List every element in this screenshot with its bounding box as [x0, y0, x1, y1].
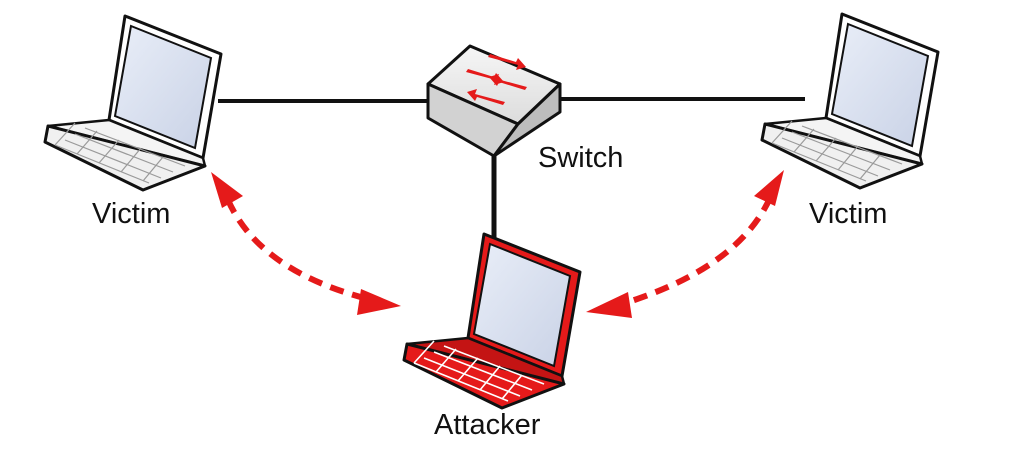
laptop-icon — [760, 12, 940, 190]
arrowhead-up-left-icon — [211, 172, 243, 208]
arrowhead-right-icon — [357, 289, 401, 315]
attack-arrow-right — [586, 170, 784, 318]
arrowhead-up-right-icon — [754, 170, 784, 206]
network-switch-icon — [426, 44, 562, 158]
laptop-icon — [43, 14, 223, 192]
arrowhead-left-icon — [586, 292, 632, 318]
laptop-icon — [402, 232, 582, 410]
attacker-label: Attacker — [434, 409, 541, 441]
victim-right-label: Victim — [809, 198, 888, 230]
network-links — [218, 97, 805, 238]
victim-left-label: Victim — [92, 198, 171, 230]
attack-arrow-left — [211, 172, 401, 315]
switch-arrows-icon — [466, 54, 527, 105]
switch-label: Switch — [538, 142, 624, 174]
